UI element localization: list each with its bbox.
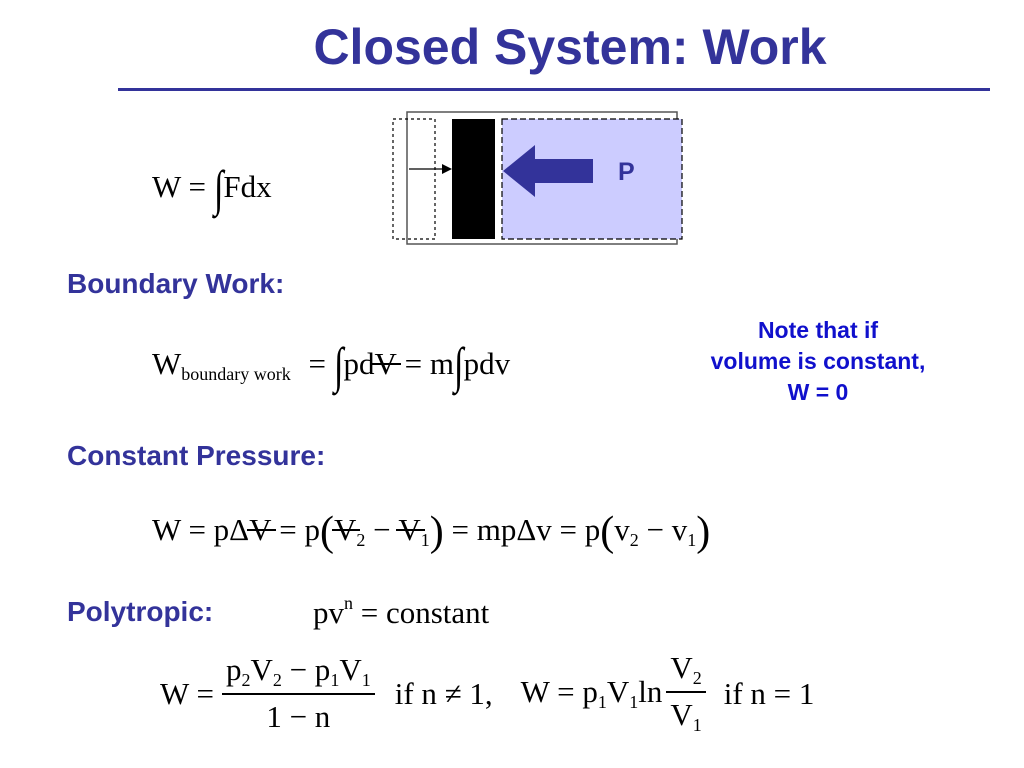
boundary-term1: pd [343, 346, 375, 381]
cp-part-1: W = pΔ [152, 512, 250, 547]
cp-part-5: − v [638, 512, 688, 547]
minus-p: − p [281, 652, 331, 687]
polytropic-lhs: W = [160, 675, 214, 711]
volume-ratio-denominator: V1 [670, 693, 701, 734]
heading-boundary-work: Boundary Work: [67, 268, 285, 299]
exponent-n: n [344, 593, 353, 613]
note-line-2: volume is constant, [710, 348, 926, 374]
constant-term: = constant [353, 595, 490, 630]
polytropic-work-equation: W = p2V2 − p1V1 1 − n if n ≠ 1, W = p1V1… [160, 652, 814, 734]
equals-sign: = [404, 346, 423, 381]
subscript: 1 [692, 715, 702, 735]
pressure-label: P [618, 158, 635, 186]
subscript: 2 [272, 670, 282, 690]
left-paren: ( [600, 509, 615, 555]
work-equation: W = ∫Fdx [152, 163, 272, 213]
condition-n-not-1: if n ≠ 1, [394, 675, 493, 711]
subscript: 1 [687, 530, 697, 550]
subscript: 2 [241, 670, 251, 690]
subscript: 1 [420, 530, 430, 550]
cp-part-3: = mpΔv = p [443, 512, 601, 547]
constant-volume-note: Note that if volume is constant, W = 0 [678, 315, 958, 408]
total-volume-symbol: V [396, 512, 426, 547]
previous-piston-position [392, 118, 436, 240]
displacement-arrowhead [442, 164, 452, 174]
total-volume-symbol: V [331, 512, 361, 547]
subscript: 2 [629, 530, 639, 550]
total-volume-symbol: V [372, 346, 402, 381]
volume-ratio-fraction: V2 V1 [666, 650, 706, 734]
piston-cylinder-diagram: P [392, 111, 683, 245]
boundary-subscript: boundary work [181, 364, 291, 384]
title-rule [118, 88, 990, 91]
condition-n-equals-1: if n = 1 [723, 675, 815, 711]
boundary-term2: pdv [463, 346, 511, 381]
total-volume-symbol: V [247, 512, 276, 547]
symbol-V: V [339, 652, 362, 687]
mass-symbol: m [429, 346, 454, 381]
cp-part-4: v [614, 512, 630, 547]
right-paren: ) [429, 509, 444, 555]
integral-sign: ∫ [333, 337, 344, 393]
subscript: 1 [330, 670, 340, 690]
polytropic-denominator: 1 − n [266, 699, 331, 734]
right-paren: ) [696, 509, 711, 555]
integral-sign: ∫ [453, 337, 464, 393]
pv-term: pv [313, 595, 344, 630]
work-integrand: Fdx [223, 169, 272, 204]
heading-constant-pressure: Constant Pressure: [67, 440, 326, 471]
rhs-start: W = p [520, 673, 598, 709]
boundary-work-equation: Wboundary work = ∫pdV = m∫pdv [152, 340, 510, 390]
subscript: 2 [692, 668, 702, 688]
isothermal-work: W = p1V1ln [521, 676, 663, 711]
cp-part-2: = p [271, 512, 320, 547]
pressure-arrow [503, 145, 593, 197]
subscript: 1 [597, 691, 607, 712]
symbol-V: V [670, 697, 693, 732]
note-line-3: W = 0 [787, 379, 849, 405]
symbol-V: V [606, 673, 630, 709]
constant-pressure-equation: W = pΔV = p(V2 − V1) = mpΔv = p(v2 − v1) [152, 511, 710, 553]
subscript: 1 [361, 670, 371, 690]
symbol-p: p [225, 652, 242, 687]
minus-sign: − [365, 512, 399, 547]
symbol-V: V [670, 650, 693, 685]
polytropic-relation: pvn = constant [313, 594, 489, 628]
note-line-1: Note that if [757, 317, 879, 343]
integral-sign: ∫ [213, 160, 224, 216]
piston [452, 119, 495, 239]
subscript: 2 [356, 530, 366, 550]
equals-sign: = [308, 346, 326, 381]
polytropic-numerator: p2V2 − p1V1 [221, 652, 375, 695]
work-lhs: W [152, 169, 181, 204]
equals-sign: = [188, 169, 206, 204]
subscript: 1 [629, 691, 639, 712]
boundary-lhs: W [152, 346, 182, 381]
volume-ratio-numerator: V2 [666, 650, 706, 693]
ln-operator: ln [638, 673, 663, 709]
slide-title: Closed System: Work [313, 19, 827, 75]
left-paren: ( [320, 509, 334, 555]
heading-polytropic: Polytropic: [67, 596, 214, 627]
polytropic-fraction: p2V2 − p1V1 1 − n [221, 652, 375, 734]
symbol-V: V [250, 652, 273, 687]
